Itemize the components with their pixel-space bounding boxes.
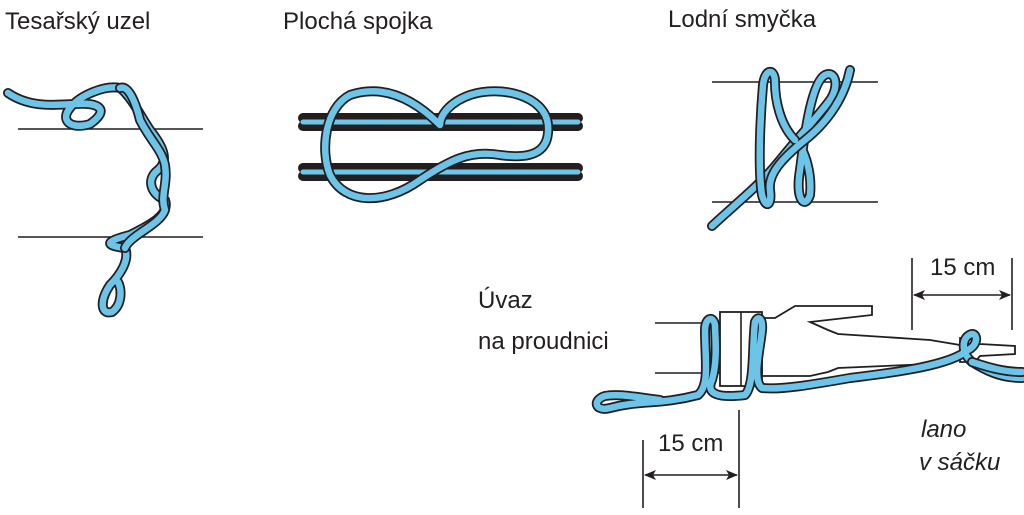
rope-note-line1: lano [921, 416, 967, 443]
reef-knot-rope [298, 86, 583, 204]
nozzle [761, 305, 961, 377]
dimension-top [911, 258, 1013, 330]
label-timber-hitch: Tesařský uzel [5, 8, 151, 35]
timber-hitch-drawing [3, 82, 203, 318]
dimension-bottom [642, 410, 740, 508]
clove-hitch-drawing [707, 65, 878, 231]
clove-hitch-rope [707, 65, 855, 231]
label-clove-hitch: Lodní smyčka [668, 6, 817, 33]
label-hose-hitch-line1: Úvaz [478, 287, 533, 314]
label-reef-knot: Plochá spojka [283, 8, 433, 35]
hose-hitch-drawing [591, 258, 1024, 508]
hose-hitch-rope [591, 313, 1024, 414]
dimension-bottom-label: 15 cm [658, 430, 724, 457]
reef-knot-drawing [298, 86, 583, 204]
label-hose-hitch-line2: na proudnici [478, 328, 609, 355]
dimension-top-label: 15 cm [930, 254, 996, 281]
rope-note-line2: v sáčku [919, 449, 1001, 476]
timber-hitch-rope [3, 82, 171, 318]
